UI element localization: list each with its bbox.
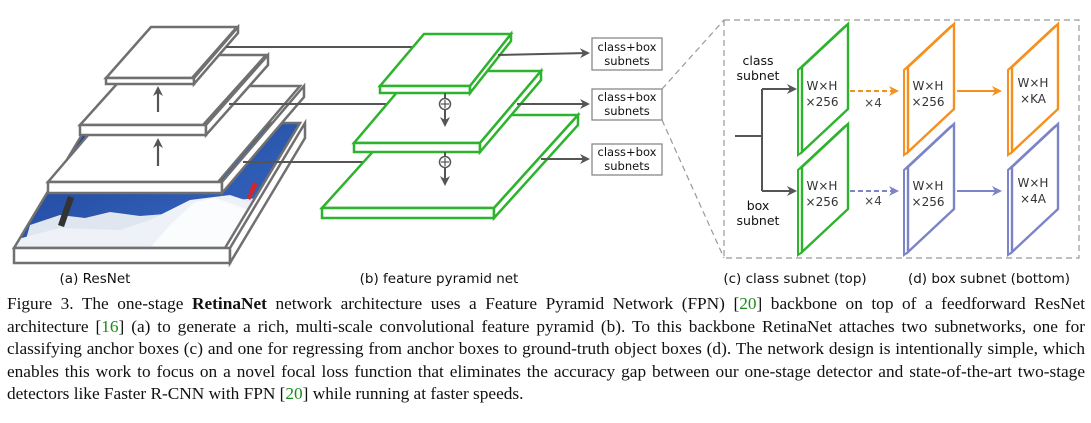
class-input-feature-map <box>797 21 850 157</box>
caption-text: ] while running at faster speeds. <box>302 384 524 404</box>
image-slab-side <box>228 118 307 268</box>
class-mid-dim-2: ×256 <box>912 95 945 109</box>
box-subnet-label-line2: subnet <box>737 213 780 228</box>
box-subnet-label-line1: box <box>747 198 770 213</box>
caption-model-name: RetinaNet <box>192 294 267 313</box>
merge-plus-icon-2 <box>438 155 452 169</box>
resnet-layer-2 <box>77 51 270 139</box>
resnet-layer-1 <box>103 23 240 88</box>
sublabel-d: (d) box subnet (bottom) <box>908 271 1070 287</box>
class-mid-dim-1: W×H <box>913 79 944 93</box>
branch-splitter <box>735 84 797 196</box>
subnet-box-3: class+box subnets <box>591 143 663 176</box>
box-out-dim-1: W×H <box>1018 176 1049 190</box>
subnet-box-1-line2: subnets <box>604 54 649 68</box>
subnet-box-2-line2: subnets <box>604 104 649 118</box>
sublabel-a: (a) ResNet <box>60 271 131 287</box>
box-input-feature-map <box>797 121 850 257</box>
subnet-detail-frame <box>661 19 1080 259</box>
feature-pyramid-net <box>319 30 590 222</box>
box-mid-dim-2: ×256 <box>912 195 945 209</box>
sublabel-c: (c) class subnet (top) <box>723 271 866 287</box>
box-input-dim-1: W×H <box>807 179 838 193</box>
fpn-output-arrow-1 <box>497 48 590 59</box>
subnet-box-2-line1: class+box <box>598 90 657 104</box>
class-out-dim-2: ×KA <box>1020 92 1047 106</box>
subnet-box-1-line1: class+box <box>598 40 657 54</box>
subnet-box-3-line1: class+box <box>598 145 657 159</box>
retinanet-architecture-diagram: class+box subnets class+box subnets clas… <box>11 19 1080 287</box>
caption-text: ] (a) to generate a rich, multi-scale co… <box>7 316 1085 404</box>
box-out-dim-2: ×4A <box>1020 192 1047 206</box>
subnet-box-3-line2: subnets <box>604 159 649 173</box>
class-subnet-label-line1: class <box>742 53 773 68</box>
image-slab-front <box>12 246 232 265</box>
subnet-box-1: class+box subnets <box>591 37 663 71</box>
sublabel-b: (b) feature pyramid net <box>360 271 519 287</box>
class-repeat-label: ×4 <box>864 96 882 110</box>
class-subnet-label-line2: subnet <box>737 68 780 83</box>
class-out-dim-1: W×H <box>1018 76 1049 90</box>
box-mid-feature-map <box>903 121 956 257</box>
caption-figure-label: Figure 3. <box>7 294 74 313</box>
caption-text: The one-stage <box>73 294 193 313</box>
box-input-dim-2: ×256 <box>806 195 839 209</box>
citation-link-20[interactable]: 20 <box>285 384 303 404</box>
box-out-feature-map <box>1007 121 1060 257</box>
box-mid-dim-1: W×H <box>913 179 944 193</box>
fpn-level-1 <box>377 30 514 97</box>
merge-plus-icon-1 <box>438 97 452 111</box>
class-out-feature-map <box>1007 21 1060 157</box>
figure-caption: Figure 3. The one-stage RetinaNet networ… <box>7 293 1085 406</box>
image-pole <box>58 196 74 227</box>
class-input-dim-1: W×H <box>807 79 838 93</box>
class-mid-feature-map <box>903 21 956 157</box>
resnet-backbone <box>11 23 307 268</box>
class-input-dim-2: ×256 <box>806 95 839 109</box>
image-flag <box>247 182 258 200</box>
citation-link-20[interactable]: 20 <box>739 294 757 313</box>
caption-text: network architecture uses a Feature Pyra… <box>266 294 740 313</box>
citation-link-16[interactable]: 16 <box>101 316 119 336</box>
caption-text: ] backbone on top of a feedforward ResNe… <box>7 294 1085 336</box>
box-repeat-label: ×4 <box>864 194 882 208</box>
subnet-box-2: class+box subnets <box>591 88 663 121</box>
